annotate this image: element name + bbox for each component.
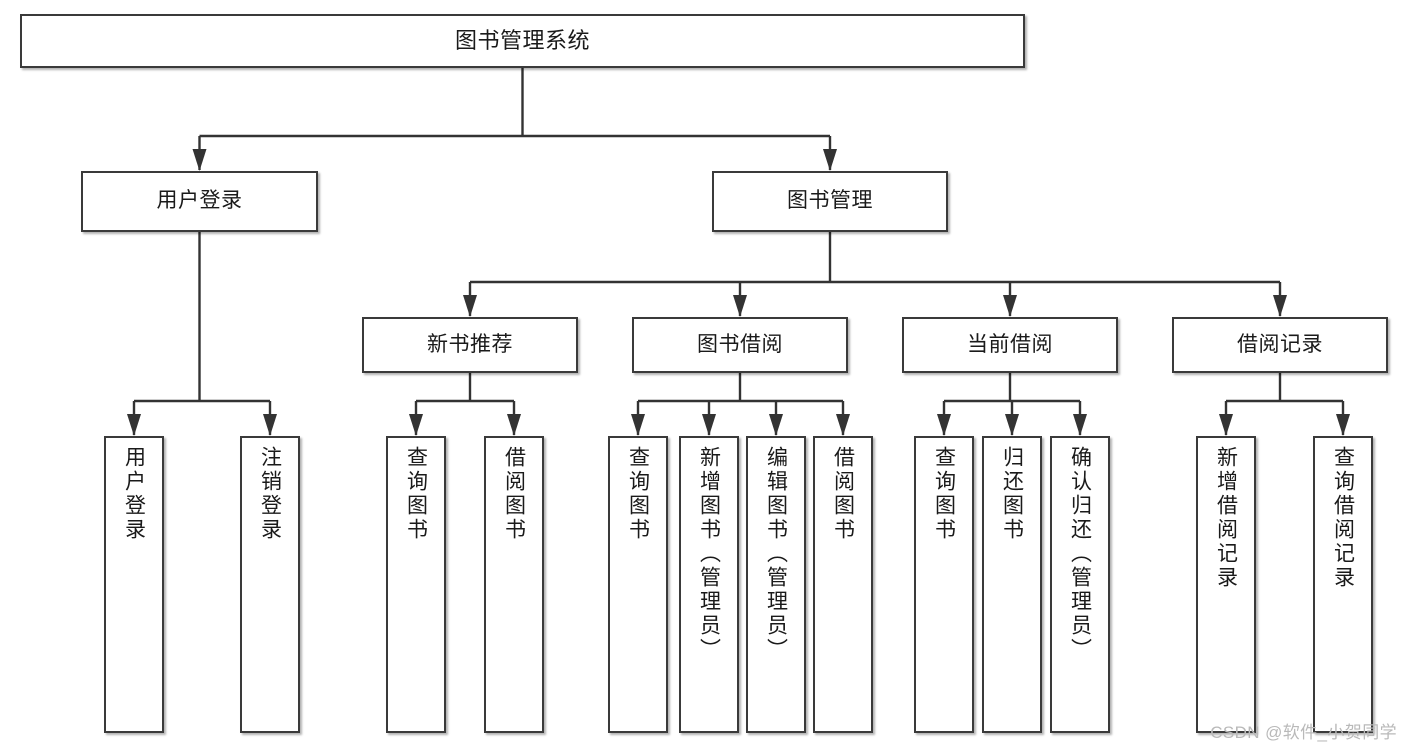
node-book-borrow[interactable]: 图书借阅 xyxy=(632,317,848,373)
node-label-leaf-confirm-return: 确认归还（管理员） xyxy=(1068,446,1092,662)
node-leaf-confirm-return[interactable]: 确认归还（管理员） xyxy=(1050,436,1110,733)
arrowhead-user-login-to-leaf-logout xyxy=(263,414,277,436)
node-current-borrow[interactable]: 当前借阅 xyxy=(902,317,1118,373)
arrowhead-book-manage-to-current-borrow xyxy=(1003,295,1017,317)
arrowhead-book-borrow-to-leaf-borrow-book-2 xyxy=(836,414,850,436)
arrowhead-borrow-record-to-leaf-query-record xyxy=(1336,414,1350,436)
arrowhead-book-borrow-to-leaf-edit-book xyxy=(769,414,783,436)
node-leaf-user-login[interactable]: 用户登录 xyxy=(104,436,164,733)
arrowhead-book-manage-to-new-book-rec xyxy=(463,295,477,317)
node-label-book-manage: 图书管理 xyxy=(787,189,873,213)
node-label-leaf-add-book: 新增图书（管理员） xyxy=(697,446,721,662)
node-label-user-login: 用户登录 xyxy=(156,189,243,213)
node-leaf-add-record[interactable]: 新增借阅记录 xyxy=(1196,436,1256,733)
node-label-leaf-borrow-book-1: 借阅图书 xyxy=(502,446,526,542)
node-leaf-logout[interactable]: 注销登录 xyxy=(240,436,300,733)
arrowhead-root-to-user-login xyxy=(192,149,207,171)
arrowhead-user-login-to-leaf-user-login xyxy=(127,414,141,436)
node-user-login[interactable]: 用户登录 xyxy=(81,171,318,232)
arrowhead-current-borrow-to-leaf-query-book-3 xyxy=(937,414,951,436)
node-label-leaf-borrow-book-2: 借阅图书 xyxy=(831,446,855,542)
node-book-manage[interactable]: 图书管理 xyxy=(712,171,948,232)
node-leaf-query-book-2[interactable]: 查询图书 xyxy=(608,436,668,733)
node-label-leaf-edit-book: 编辑图书（管理员） xyxy=(764,446,788,662)
arrowhead-new-book-rec-to-leaf-query-book-1 xyxy=(409,414,423,436)
node-label-leaf-query-record: 查询借阅记录 xyxy=(1331,446,1355,590)
node-leaf-add-book[interactable]: 新增图书（管理员） xyxy=(679,436,739,733)
node-leaf-query-record[interactable]: 查询借阅记录 xyxy=(1313,436,1373,733)
arrowhead-current-borrow-to-leaf-confirm-return xyxy=(1073,414,1087,436)
arrowhead-borrow-record-to-leaf-add-record xyxy=(1219,414,1233,436)
node-label-leaf-logout: 注销登录 xyxy=(258,446,282,542)
arrowhead-new-book-rec-to-leaf-borrow-book-1 xyxy=(507,414,521,436)
watermark: CSDN @软件_小贺同学 xyxy=(1210,723,1397,742)
arrowhead-book-borrow-to-leaf-add-book xyxy=(702,414,716,436)
arrowhead-book-borrow-to-leaf-query-book-2 xyxy=(631,414,645,436)
node-label-leaf-query-book-3: 查询图书 xyxy=(932,446,956,542)
arrowhead-current-borrow-to-leaf-return-book xyxy=(1005,414,1019,436)
arrowhead-book-manage-to-book-borrow xyxy=(733,295,747,317)
node-leaf-edit-book[interactable]: 编辑图书（管理员） xyxy=(746,436,806,733)
node-borrow-record[interactable]: 借阅记录 xyxy=(1172,317,1388,373)
node-label-current-borrow: 当前借阅 xyxy=(967,332,1053,356)
node-new-book-rec[interactable]: 新书推荐 xyxy=(362,317,578,373)
node-label-root: 图书管理系统 xyxy=(454,28,590,54)
node-leaf-query-book-1[interactable]: 查询图书 xyxy=(386,436,446,733)
node-label-leaf-query-book-1: 查询图书 xyxy=(404,446,428,542)
node-label-leaf-return-book: 归还图书 xyxy=(1000,446,1024,542)
arrowhead-root-to-book-manage xyxy=(823,149,837,171)
node-label-leaf-add-record: 新增借阅记录 xyxy=(1214,446,1238,590)
node-leaf-query-book-3[interactable]: 查询图书 xyxy=(914,436,974,733)
node-label-new-book-rec: 新书推荐 xyxy=(427,332,513,356)
node-label-leaf-query-book-2: 查询图书 xyxy=(626,446,650,542)
node-leaf-return-book[interactable]: 归还图书 xyxy=(982,436,1042,733)
node-label-book-borrow: 图书借阅 xyxy=(697,332,783,356)
node-leaf-borrow-book-2[interactable]: 借阅图书 xyxy=(813,436,873,733)
node-label-borrow-record: 借阅记录 xyxy=(1237,332,1323,356)
node-leaf-borrow-book-1[interactable]: 借阅图书 xyxy=(484,436,544,733)
node-root[interactable]: 图书管理系统 xyxy=(20,14,1025,68)
arrowhead-book-manage-to-borrow-record xyxy=(1273,295,1287,317)
node-label-leaf-user-login: 用户登录 xyxy=(122,446,146,542)
